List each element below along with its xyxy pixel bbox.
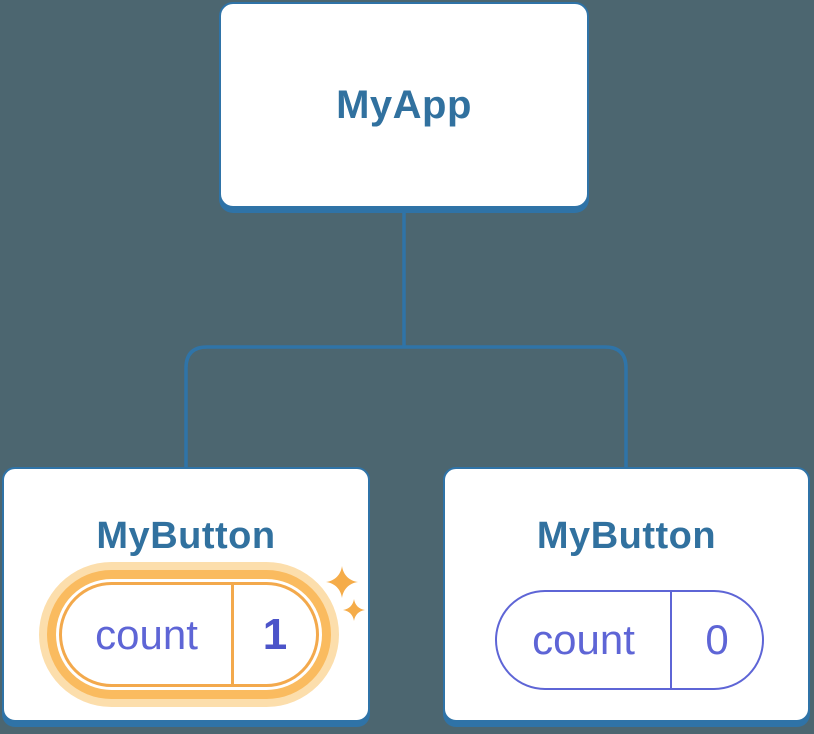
count-state-key: count (532, 616, 635, 663)
sparkle-icon (326, 566, 358, 598)
count-state-key: count (95, 610, 198, 658)
myapp-node: MyApp (219, 2, 589, 208)
pill-divider (231, 585, 234, 684)
mybutton-right-title: MyButton (536, 515, 717, 557)
mybutton-node-right: MyButton count 0 (443, 467, 810, 722)
sparkle-icon (343, 599, 365, 621)
mybutton-node-left: MyButton count 1 (2, 467, 370, 722)
count-state-value: 0 (705, 616, 729, 663)
count-state-value: 1 (262, 609, 288, 659)
count-state-pill-highlighted: count 1 (59, 582, 319, 687)
pill-divider (670, 592, 672, 688)
mybutton-left-title: MyButton (96, 515, 276, 557)
myapp-node-title: MyApp (336, 82, 472, 127)
count-state-pill: count 0 (495, 590, 764, 690)
